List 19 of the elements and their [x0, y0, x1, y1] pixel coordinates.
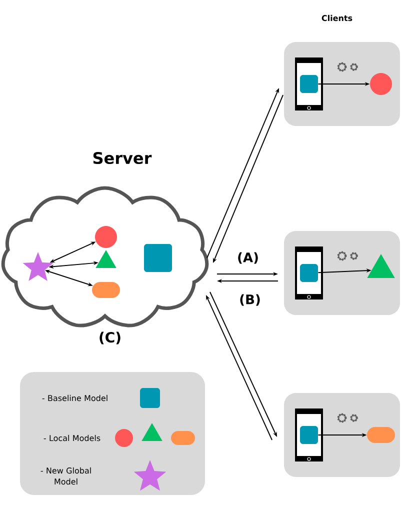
edge-label: (B)	[238, 293, 262, 307]
legend-text: - Local Models	[44, 434, 100, 442]
rounded-square	[300, 264, 318, 282]
legend-text: - Baseline Model	[42, 394, 108, 402]
node-title: Server	[93, 152, 152, 164]
pill-shape	[92, 282, 120, 298]
pill-shape	[367, 427, 395, 443]
circle-shape	[370, 73, 392, 95]
triangle-shape	[367, 254, 395, 278]
rounded-square	[300, 426, 318, 444]
edge-label: (A)	[236, 251, 260, 265]
star-shape	[22, 252, 54, 281]
triangle-shape	[96, 250, 116, 268]
column-heading: Clients	[322, 14, 352, 22]
node-caption: (C)	[100, 332, 120, 344]
legend-text: - New Global Model	[40, 467, 91, 485]
rounded-square	[300, 75, 318, 93]
circle-shape	[95, 226, 117, 248]
rounded-square	[144, 244, 172, 272]
